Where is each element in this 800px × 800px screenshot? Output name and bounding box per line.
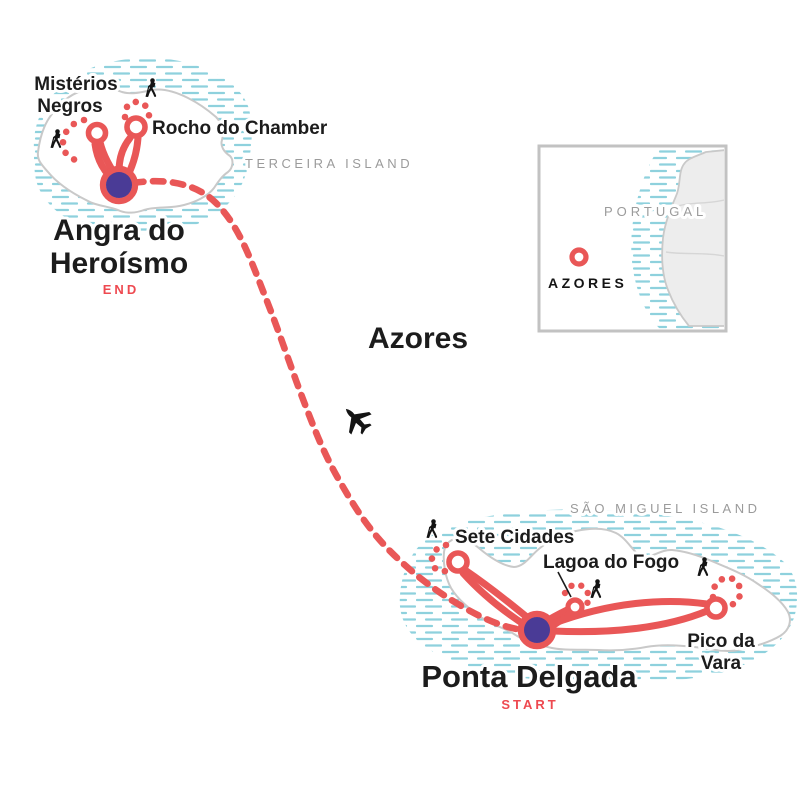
inset-azores-marker	[569, 247, 589, 267]
poi-label-rocho: Rocho do Chamber	[152, 118, 328, 139]
hiker-icon	[425, 517, 438, 539]
route-flight-dashed	[129, 177, 541, 635]
inset-region-label: AZORES	[548, 275, 627, 291]
poi-label-pico-line2: Vara	[701, 653, 742, 674]
trail-dots-rocho	[121, 98, 153, 121]
inset-country-label: PORTUGAL	[604, 204, 707, 219]
portugal-shape	[661, 149, 724, 327]
island-label-sao-miguel: SÃO MIGUEL ISLAND	[570, 501, 761, 516]
island-label-terceira: TERCEIRA ISLAND	[245, 156, 413, 171]
city-label-angra-line1: Angra do	[53, 214, 185, 247]
city-label-ponta-delgada: Ponta Delgada	[421, 659, 637, 694]
portugal-inner-border	[665, 199, 724, 257]
hub-marker-ponta-delgada	[517, 610, 557, 650]
poi-label-misterios-line2: Negros	[37, 96, 102, 117]
poi-label-lagoa: Lagoa do Fogo	[543, 552, 679, 573]
trail-dots-sete	[428, 541, 450, 575]
route-pico-out	[548, 598, 711, 628]
lagoa-leader-line	[557, 571, 572, 598]
inset-map: PORTUGAL AZORES	[537, 144, 728, 333]
city-label-angra-line2: Heroísmo	[50, 247, 188, 280]
poi-label-misterios-line1: Mistérios	[34, 74, 117, 95]
poi-marker-pico	[704, 596, 728, 620]
route-pico-back	[549, 607, 711, 636]
trail-dots-lagoa	[561, 581, 592, 608]
poi-marker-misterios	[85, 121, 109, 145]
region-title-azores: Azores	[368, 322, 468, 355]
poi-marker-sete	[446, 550, 470, 574]
end-badge: END	[103, 282, 139, 297]
start-badge: START	[501, 697, 558, 712]
trail-dots-misterios	[59, 116, 88, 164]
poi-label-pico-line1: Pico da	[687, 631, 755, 652]
airplane-icon	[345, 408, 372, 435]
poi-label-sete: Sete Cidades	[455, 527, 574, 548]
poi-marker-lagoa	[565, 597, 585, 617]
hub-marker-angra	[99, 165, 139, 205]
poi-marker-rocho	[124, 115, 148, 139]
